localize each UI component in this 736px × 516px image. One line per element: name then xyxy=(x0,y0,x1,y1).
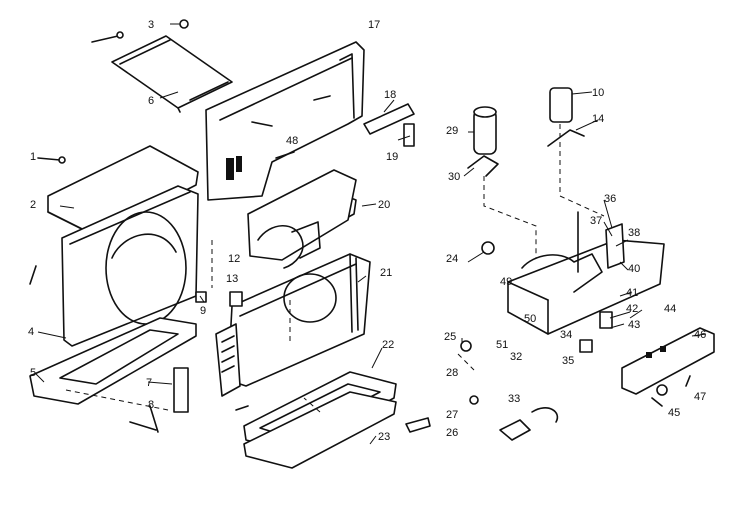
leader-lines xyxy=(35,23,707,445)
cabinet-top-panel xyxy=(111,35,233,113)
part-label-24: 24 xyxy=(446,253,458,265)
blower-housing xyxy=(247,169,357,269)
part-label-7: 7 xyxy=(146,377,152,389)
part-label-36: 36 xyxy=(604,193,616,205)
part-label-48: 48 xyxy=(286,135,298,147)
part-label-51: 51 xyxy=(496,339,508,351)
part-label-34: 34 xyxy=(560,329,572,341)
assembly-lines xyxy=(65,124,605,413)
part-label-18: 18 xyxy=(384,89,396,101)
part-label-21: 21 xyxy=(380,267,392,279)
part-label-35: 35 xyxy=(562,355,574,367)
part-label-8: 8 xyxy=(148,399,154,411)
part-label-3: 3 xyxy=(148,19,154,31)
control-box xyxy=(507,211,665,335)
part-label-45: 45 xyxy=(668,407,680,419)
part-number-labels: 1 2 3 4 5 6 7 8 9 10 12 13 14 17 18 19 2… xyxy=(28,19,706,443)
part-label-4: 4 xyxy=(28,326,34,338)
part-label-37: 37 xyxy=(590,215,602,227)
base-pan-left xyxy=(29,317,197,405)
part-label-2: 2 xyxy=(30,199,36,211)
part-label-19: 19 xyxy=(386,151,398,163)
control-panel xyxy=(621,327,715,395)
part-label-49: 49 xyxy=(500,276,512,288)
compressor-capacitor xyxy=(467,106,499,177)
part-label-38: 38 xyxy=(628,227,640,239)
part-label-32: 32 xyxy=(510,351,522,363)
part-label-30: 30 xyxy=(448,171,460,183)
run-capacitor xyxy=(547,87,585,147)
switch-and-knobs xyxy=(405,241,691,441)
part-label-23: 23 xyxy=(378,431,390,443)
partition-panel xyxy=(205,41,365,201)
part-label-46: 46 xyxy=(694,329,706,341)
part-label-27: 27 xyxy=(446,409,458,421)
part-label-5: 5 xyxy=(30,367,36,379)
coil-bracket xyxy=(215,323,241,397)
part-label-14: 14 xyxy=(592,113,604,125)
part-label-10: 10 xyxy=(592,87,604,99)
part-label-47: 47 xyxy=(694,391,706,403)
part-label-9: 9 xyxy=(200,305,206,317)
part-label-6: 6 xyxy=(148,95,154,107)
part-label-17: 17 xyxy=(368,19,380,31)
part-label-33: 33 xyxy=(508,393,520,405)
part-label-12: 12 xyxy=(228,253,240,265)
part-label-29: 29 xyxy=(446,125,458,137)
part-label-44: 44 xyxy=(664,303,676,315)
part-label-42: 42 xyxy=(626,303,638,315)
part-label-41: 41 xyxy=(626,287,638,299)
part-label-1: 1 xyxy=(30,151,36,163)
part-label-26: 26 xyxy=(446,427,458,439)
part-label-43: 43 xyxy=(628,319,640,331)
part-label-13: 13 xyxy=(226,273,238,285)
part-label-28: 28 xyxy=(446,367,458,379)
part-label-20: 20 xyxy=(378,199,390,211)
part-label-22: 22 xyxy=(382,339,394,351)
part-label-25: 25 xyxy=(444,331,456,343)
drain-tray xyxy=(243,371,397,469)
evaporator-coil xyxy=(227,253,371,387)
part-label-50: 50 xyxy=(524,313,536,325)
part-label-40: 40 xyxy=(628,263,640,275)
